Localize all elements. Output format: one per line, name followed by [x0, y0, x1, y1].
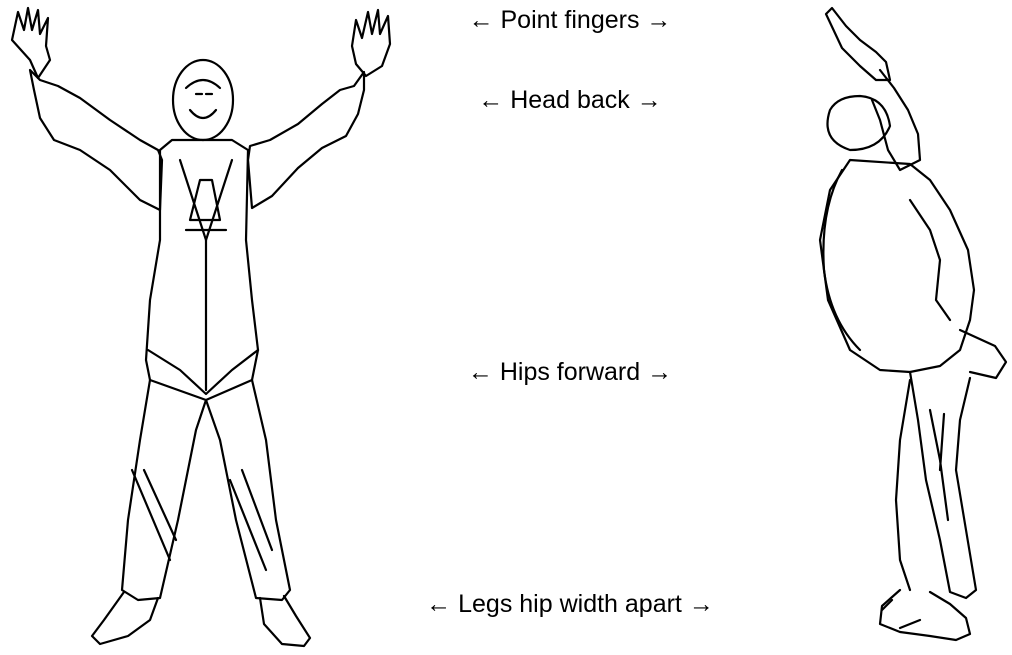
front-right-arm: [248, 72, 364, 208]
front-head: [173, 60, 233, 140]
side-view-figure: [790, 0, 1012, 655]
label-hips-forward: ← Hips forward →: [370, 358, 770, 387]
label-legs-hip-width-apart: ← Legs hip width apart →: [370, 590, 770, 619]
side-arm: [872, 70, 920, 170]
label-head-back: ← Head back →: [370, 86, 770, 115]
front-harness: [180, 160, 232, 240]
front-left-leg: [122, 380, 206, 600]
front-right-leg: [206, 380, 290, 600]
front-left-hand: [12, 8, 50, 78]
front-view-figure: [0, 0, 400, 655]
side-feet: [880, 590, 970, 640]
side-torso: [820, 160, 974, 372]
front-right-foot: [260, 596, 310, 646]
front-face: [186, 80, 220, 118]
label-point-fingers: ← Point fingers →: [370, 6, 770, 35]
front-left-arm: [30, 70, 162, 210]
